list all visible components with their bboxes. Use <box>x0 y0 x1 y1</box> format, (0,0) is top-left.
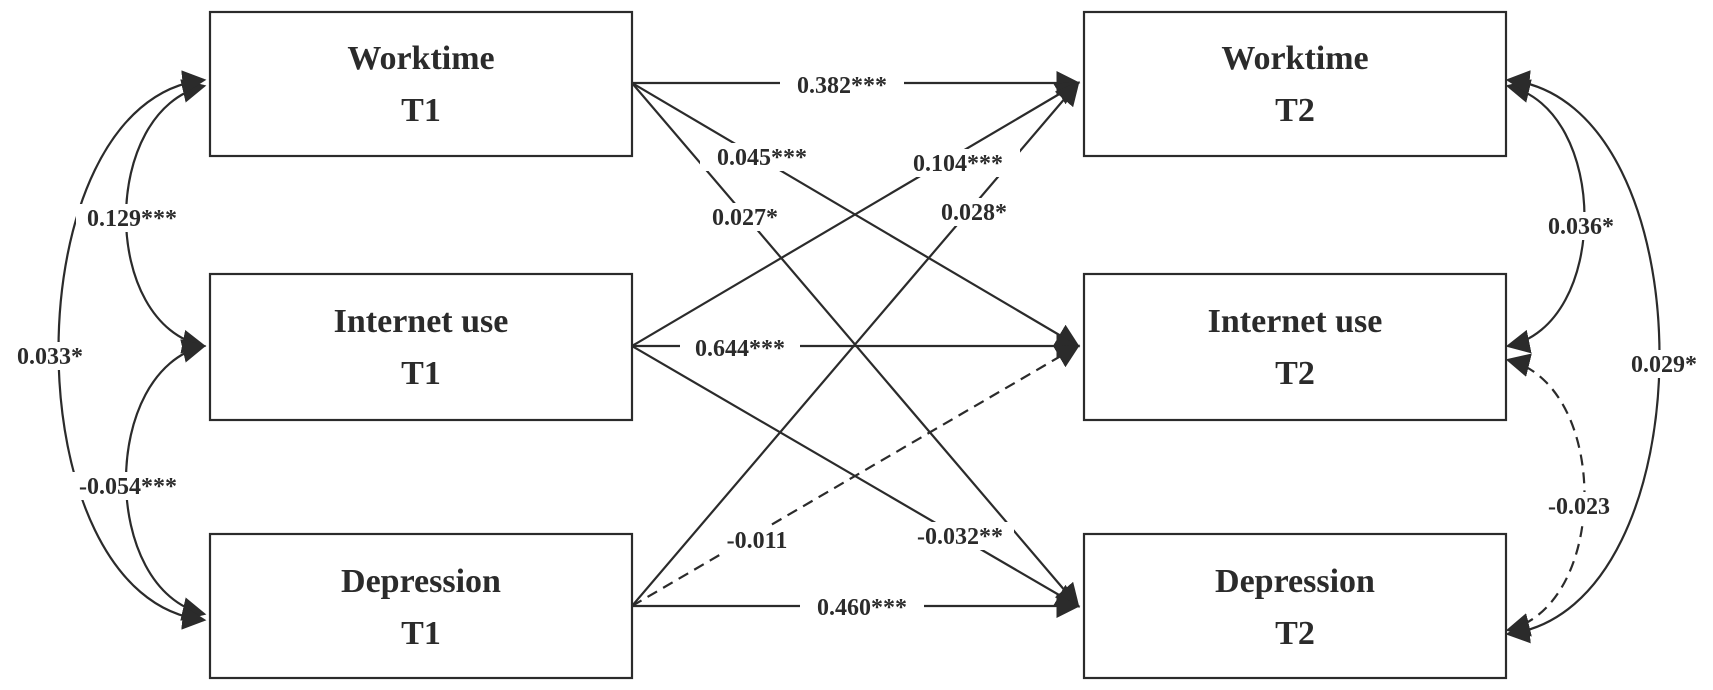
coef-cov-t2-internet-depression: -0.023 <box>1548 494 1610 520</box>
node-depression-t1: Depression T1 <box>208 532 634 680</box>
coef-cov-t1-worktime-depression: 0.033* <box>17 344 83 370</box>
coef-cov-t1-worktime-internet: 0.129*** <box>87 206 177 232</box>
node-title: Internet use <box>1208 303 1383 340</box>
coef-internet-to-worktime: 0.104*** <box>913 151 1003 177</box>
node-title: Depression <box>341 563 501 600</box>
coef-worktime-stability: 0.382*** <box>797 73 887 99</box>
node-internet-use-t2: Internet use T2 <box>1082 272 1508 422</box>
coef-cov-t1-internet-depression: -0.054*** <box>79 474 177 500</box>
node-wave: T2 <box>1275 615 1315 652</box>
path-coefficient-labels: 0.382*** 0.045*** 0.027* 0.104*** 0.028*… <box>680 70 1020 621</box>
node-worktime-t1: Worktime T1 <box>208 10 634 158</box>
node-wave: T1 <box>401 355 441 392</box>
node-title: Worktime <box>347 40 494 77</box>
covariance-coefficient-labels: 0.129*** -0.054*** 0.033* 0.036* -0.023 … <box>8 204 1708 520</box>
node-wave: T1 <box>401 615 441 652</box>
coef-worktime-to-depression: 0.027* <box>712 205 778 231</box>
path-internet-to-worktime <box>631 81 1081 347</box>
node-title: Internet use <box>334 303 509 340</box>
coef-depression-stability: 0.460*** <box>817 595 907 621</box>
node-title: Depression <box>1215 563 1375 600</box>
node-depression-t2: Depression T2 <box>1082 532 1508 680</box>
node-wave: T2 <box>1275 92 1315 129</box>
coef-internet-to-depression: -0.032** <box>917 524 1003 550</box>
coef-cov-t2-worktime-depression: 0.029* <box>1631 352 1697 378</box>
coef-depression-to-internet: -0.011 <box>727 528 788 554</box>
node-internet-use-t1: Internet use T1 <box>208 272 634 422</box>
node-worktime-t2: Worktime T2 <box>1082 10 1508 158</box>
node-wave: T1 <box>401 92 441 129</box>
coef-cov-t2-worktime-internet: 0.036* <box>1548 214 1614 240</box>
coef-depression-to-worktime: 0.028* <box>941 200 1007 226</box>
coef-worktime-to-internet: 0.045*** <box>717 145 807 171</box>
node-title: Worktime <box>1221 40 1368 77</box>
coef-internet-stability: 0.644*** <box>695 336 785 362</box>
path-depression-to-internet <box>631 344 1081 607</box>
node-wave: T2 <box>1275 355 1315 392</box>
